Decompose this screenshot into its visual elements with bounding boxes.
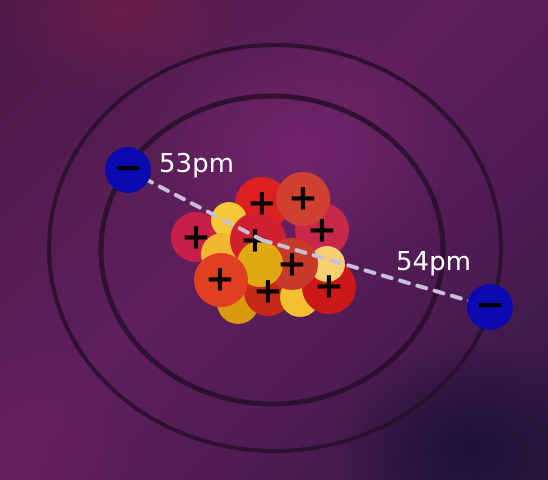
proton bbox=[194, 253, 248, 307]
radius-label-a: 53pm bbox=[159, 149, 234, 179]
electron-b: − bbox=[467, 284, 513, 330]
plus-sign: + bbox=[314, 266, 344, 307]
minus-sign: − bbox=[475, 285, 505, 326]
plus-sign: + bbox=[288, 178, 318, 219]
electron-a: − bbox=[105, 147, 151, 193]
plus-sign: + bbox=[181, 217, 211, 258]
proton bbox=[276, 172, 330, 226]
radius-line-a bbox=[126, 168, 264, 242]
plus-sign: + bbox=[307, 210, 337, 251]
radius-line-b bbox=[260, 238, 492, 309]
plus-sign: + bbox=[247, 183, 277, 224]
outer-orbit bbox=[47, 43, 503, 453]
neutron bbox=[237, 241, 283, 287]
plus-sign: + bbox=[253, 271, 283, 312]
inner-orbit bbox=[98, 93, 446, 407]
minus-sign: − bbox=[113, 148, 143, 189]
plus-sign: + bbox=[205, 259, 235, 300]
nucleus bbox=[171, 172, 356, 324]
radius-label-b: 54pm bbox=[396, 247, 471, 277]
